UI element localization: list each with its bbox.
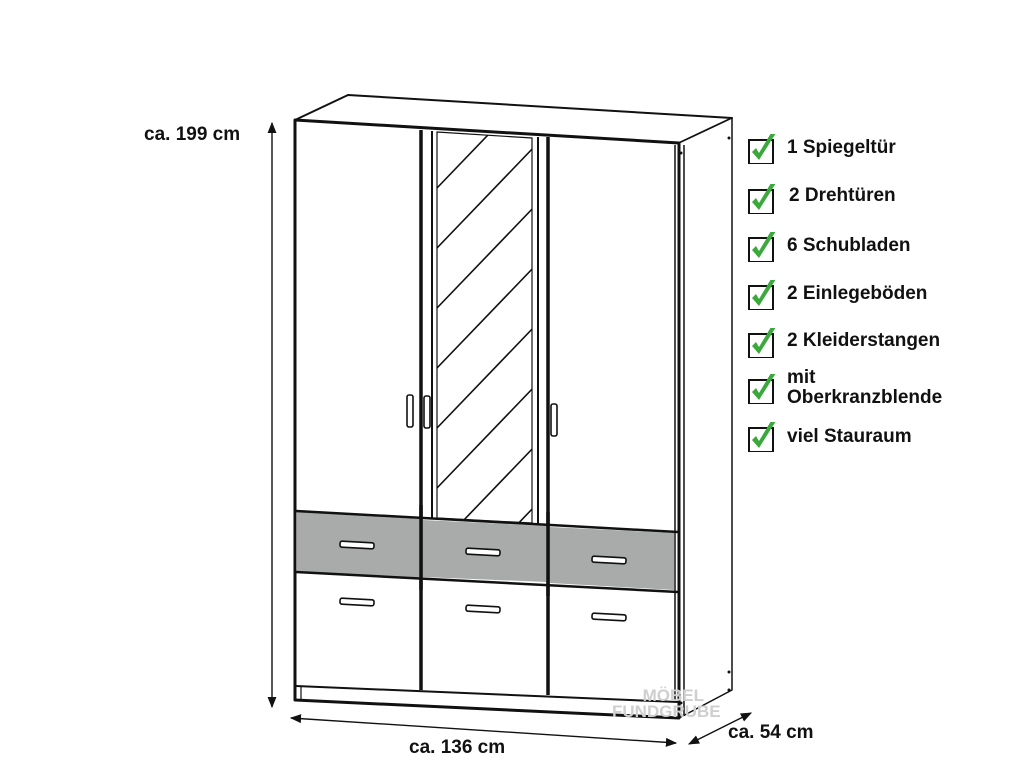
height-label: ca. 199 cm (144, 124, 241, 145)
feature-label: 2 Drehtüren (789, 185, 896, 206)
depth-dimension-arrow (687, 712, 753, 745)
drawer-handle-2 (465, 547, 501, 557)
feature-label: viel Stauraum (787, 426, 912, 447)
feature-label: 2 Einlegeböden (787, 283, 928, 304)
door-handle-left (406, 394, 414, 428)
feature-label-line1: mit (787, 367, 816, 388)
watermark-line1: MÖBEL (642, 686, 704, 705)
watermark-line2: FUNDGRUBE (612, 702, 721, 721)
drawer-handle-1 (339, 540, 375, 550)
checkbox-checked-icon (748, 184, 776, 214)
drawer-handle-3 (591, 555, 627, 565)
checkbox-checked-icon (748, 280, 776, 310)
checkbox-checked-icon (748, 374, 776, 404)
mirror-panel (436, 131, 533, 524)
drawer-handle-5 (465, 604, 501, 614)
handles (339, 394, 627, 622)
feature-label: 6 Schubladen (787, 235, 911, 256)
checkbox-checked-icon (748, 134, 776, 164)
checkbox-checked-icon (748, 328, 776, 358)
feature-label-line2: Oberkranzblende (787, 387, 943, 408)
checkbox-checked-icon (748, 232, 776, 262)
drawer-handle-4 (339, 597, 375, 607)
drawer-handle-6 (591, 612, 627, 622)
depth-label: ca. 54 cm (728, 722, 814, 743)
checkbox-checked-icon (748, 422, 776, 452)
door-handle-mirror (423, 395, 431, 429)
watermark: MÖBEL FUNDGRUBE (612, 686, 721, 721)
feature-label: 2 Kleiderstangen (787, 330, 941, 351)
width-label: ca. 136 cm (409, 737, 506, 758)
door-handle-right (550, 403, 558, 437)
feature-label: 1 Spiegeltür (787, 137, 896, 158)
width-dimension-arrow (289, 714, 678, 747)
